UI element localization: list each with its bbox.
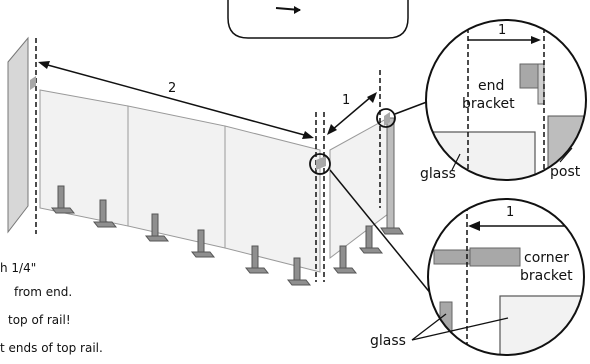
dimension-2: 2 [38, 61, 314, 139]
corner-bracket-body-left [433, 249, 471, 265]
corner-detail-circle [427, 198, 585, 356]
spigot-foot [244, 245, 270, 274]
corner-detail-callout: 1 corner bracket glass [370, 198, 585, 356]
note-line-3: top of rail! [8, 313, 71, 327]
end-glass-label: glass [420, 166, 456, 182]
end-post [380, 117, 404, 235]
note-line-2: from end. [14, 285, 72, 299]
corner-glass-return [499, 295, 584, 355]
instruction-notes: h 1/4" from end. top of rail! t ends of … [0, 261, 103, 355]
spigot-foot [286, 257, 312, 286]
wall [7, 36, 37, 234]
glass-panel [127, 105, 226, 249]
corner-bracket-mark [316, 156, 326, 170]
spigot-foot [358, 225, 384, 254]
reference-lines [315, 70, 381, 282]
spigot-foot [144, 213, 170, 242]
dimension-1-label: 1 [342, 93, 350, 108]
dimension-2-label: 2 [168, 81, 176, 96]
corner-detail-leader [329, 169, 437, 301]
top-inset-box [227, 0, 409, 39]
end-detail-dimension: 1 [498, 23, 506, 38]
spigot-foot [332, 245, 358, 274]
corner-bracket-label-2: bracket [520, 268, 573, 284]
note-line-1: h 1/4" [0, 261, 36, 275]
corner-bracket-body-right [469, 247, 521, 267]
spigot-foot [190, 229, 216, 258]
corner-highlight-circle [309, 153, 331, 175]
glass-panel [39, 89, 129, 227]
corner-detail-dimension: 1 [506, 205, 514, 220]
spigot-feet [50, 185, 384, 286]
end-bracket-mark [384, 112, 390, 126]
corner-glass-label: glass [370, 333, 406, 349]
spigot-foot [50, 185, 76, 214]
end-bracket-body [519, 63, 541, 89]
glass-run-long [39, 89, 321, 273]
end-bracket-label-1: end [478, 78, 504, 94]
glass-panel [224, 125, 321, 273]
end-detail-callout: 1 end bracket glass post [420, 19, 587, 182]
end-bracket-plate [537, 63, 545, 105]
note-line-4: t ends of top rail. [0, 341, 103, 355]
corner-bracket-label-1: corner [524, 250, 569, 266]
dimension-1: 1 [327, 92, 377, 135]
end-highlight-circle [376, 108, 396, 128]
end-detail-circle [425, 19, 587, 181]
post-label: post [550, 164, 581, 180]
spigot-foot [92, 199, 118, 228]
end-bracket-label-2: bracket [462, 96, 515, 112]
